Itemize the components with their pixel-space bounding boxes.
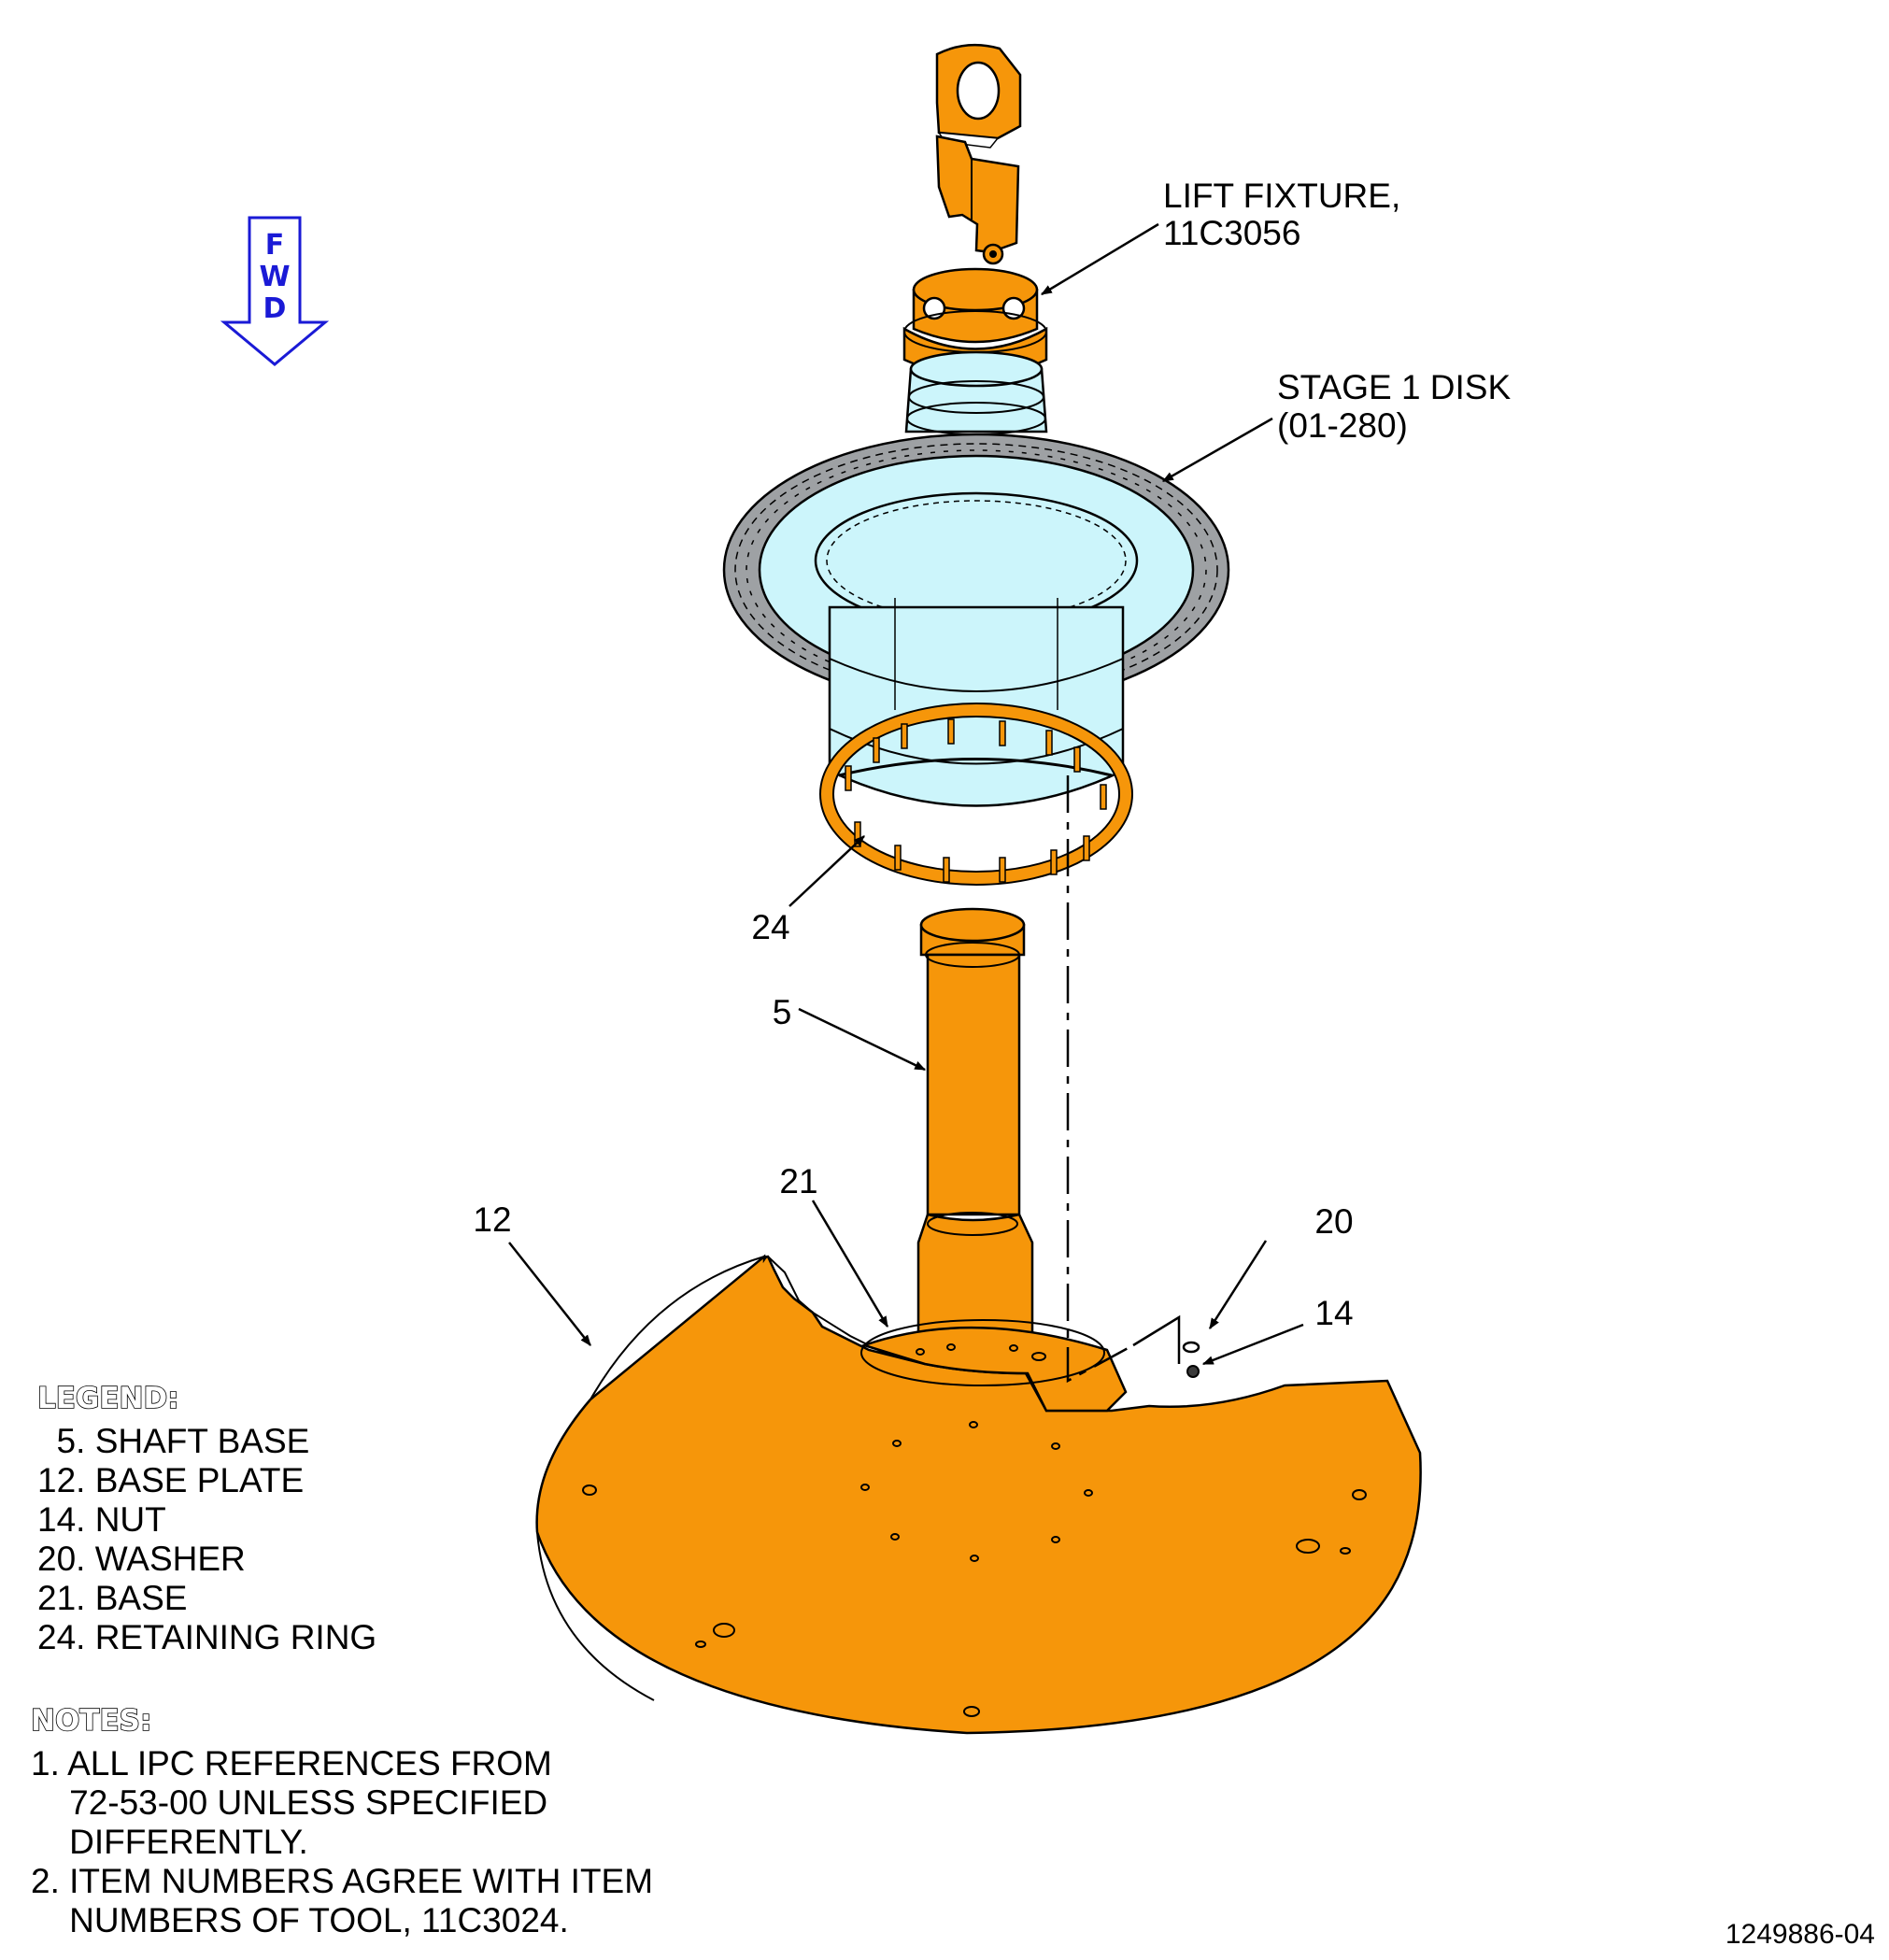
legend-item: 24. RETAINING RING	[37, 1618, 376, 1656]
callout-item-5: 5	[773, 993, 792, 1031]
note-line: DIFFERENTLY.	[31, 1823, 308, 1861]
callout-item-20: 20	[1314, 1202, 1353, 1241]
legend-heading: LEGEND:	[37, 1382, 179, 1415]
callout-stage1-disk-line2: (01-280)	[1277, 406, 1408, 445]
lift-fixture	[902, 43, 1048, 377]
callout-item-24: 24	[751, 908, 789, 946]
leader-lines	[508, 222, 1304, 1366]
callout-item-12: 12	[473, 1200, 511, 1239]
legend-item: 21. BASE	[37, 1579, 187, 1617]
legend-item: 5. SHAFT BASE	[37, 1422, 309, 1460]
notes: NOTES: 1. ALL IPC REFERENCES FROM 72-53-…	[30, 1703, 653, 1939]
note-line: 2. ITEM NUMBERS AGREE WITH ITEM	[31, 1862, 653, 1900]
fwd-letter: F	[265, 229, 285, 262]
stage1-disk	[722, 350, 1230, 807]
callout-stage1-disk-line1: STAGE 1 DISK	[1277, 368, 1511, 406]
legend: LEGEND: 5. SHAFT BASE 12. BASE PLATE 14.…	[36, 1381, 376, 1656]
note-line: 72-53-00 UNLESS SPECIFIED	[31, 1783, 547, 1822]
legend-item: 12. BASE PLATE	[37, 1461, 304, 1499]
retaining-ring	[819, 703, 1133, 886]
callout-item-21: 21	[779, 1162, 817, 1200]
alignment-line	[1066, 775, 1134, 1384]
fwd-letter: D	[263, 292, 287, 325]
washer-icon	[1182, 1341, 1200, 1354]
document-number: 1249886-04	[1726, 1919, 1875, 1950]
shaft-base	[916, 907, 1034, 1338]
alignment-line-end	[1132, 1314, 1181, 1364]
callout-lift-fixture-line1: LIFT FIXTURE,	[1163, 177, 1400, 215]
fwd-letter: W	[259, 261, 290, 293]
legend-item: 20. WASHER	[37, 1540, 246, 1578]
note-line: 1. ALL IPC REFERENCES FROM	[31, 1744, 552, 1782]
notes-heading: NOTES:	[31, 1704, 151, 1738]
nut-icon	[1186, 1365, 1200, 1378]
note-line: NUMBERS OF TOOL, 11C3024.	[31, 1901, 569, 1939]
legend-item: 14. NUT	[37, 1500, 166, 1539]
callout-item-14: 14	[1314, 1294, 1353, 1332]
callout-lift-fixture-line2: 11C3056	[1163, 214, 1300, 252]
base-plate	[535, 1254, 1422, 1735]
fwd-arrow-icon: F W D	[220, 216, 330, 366]
